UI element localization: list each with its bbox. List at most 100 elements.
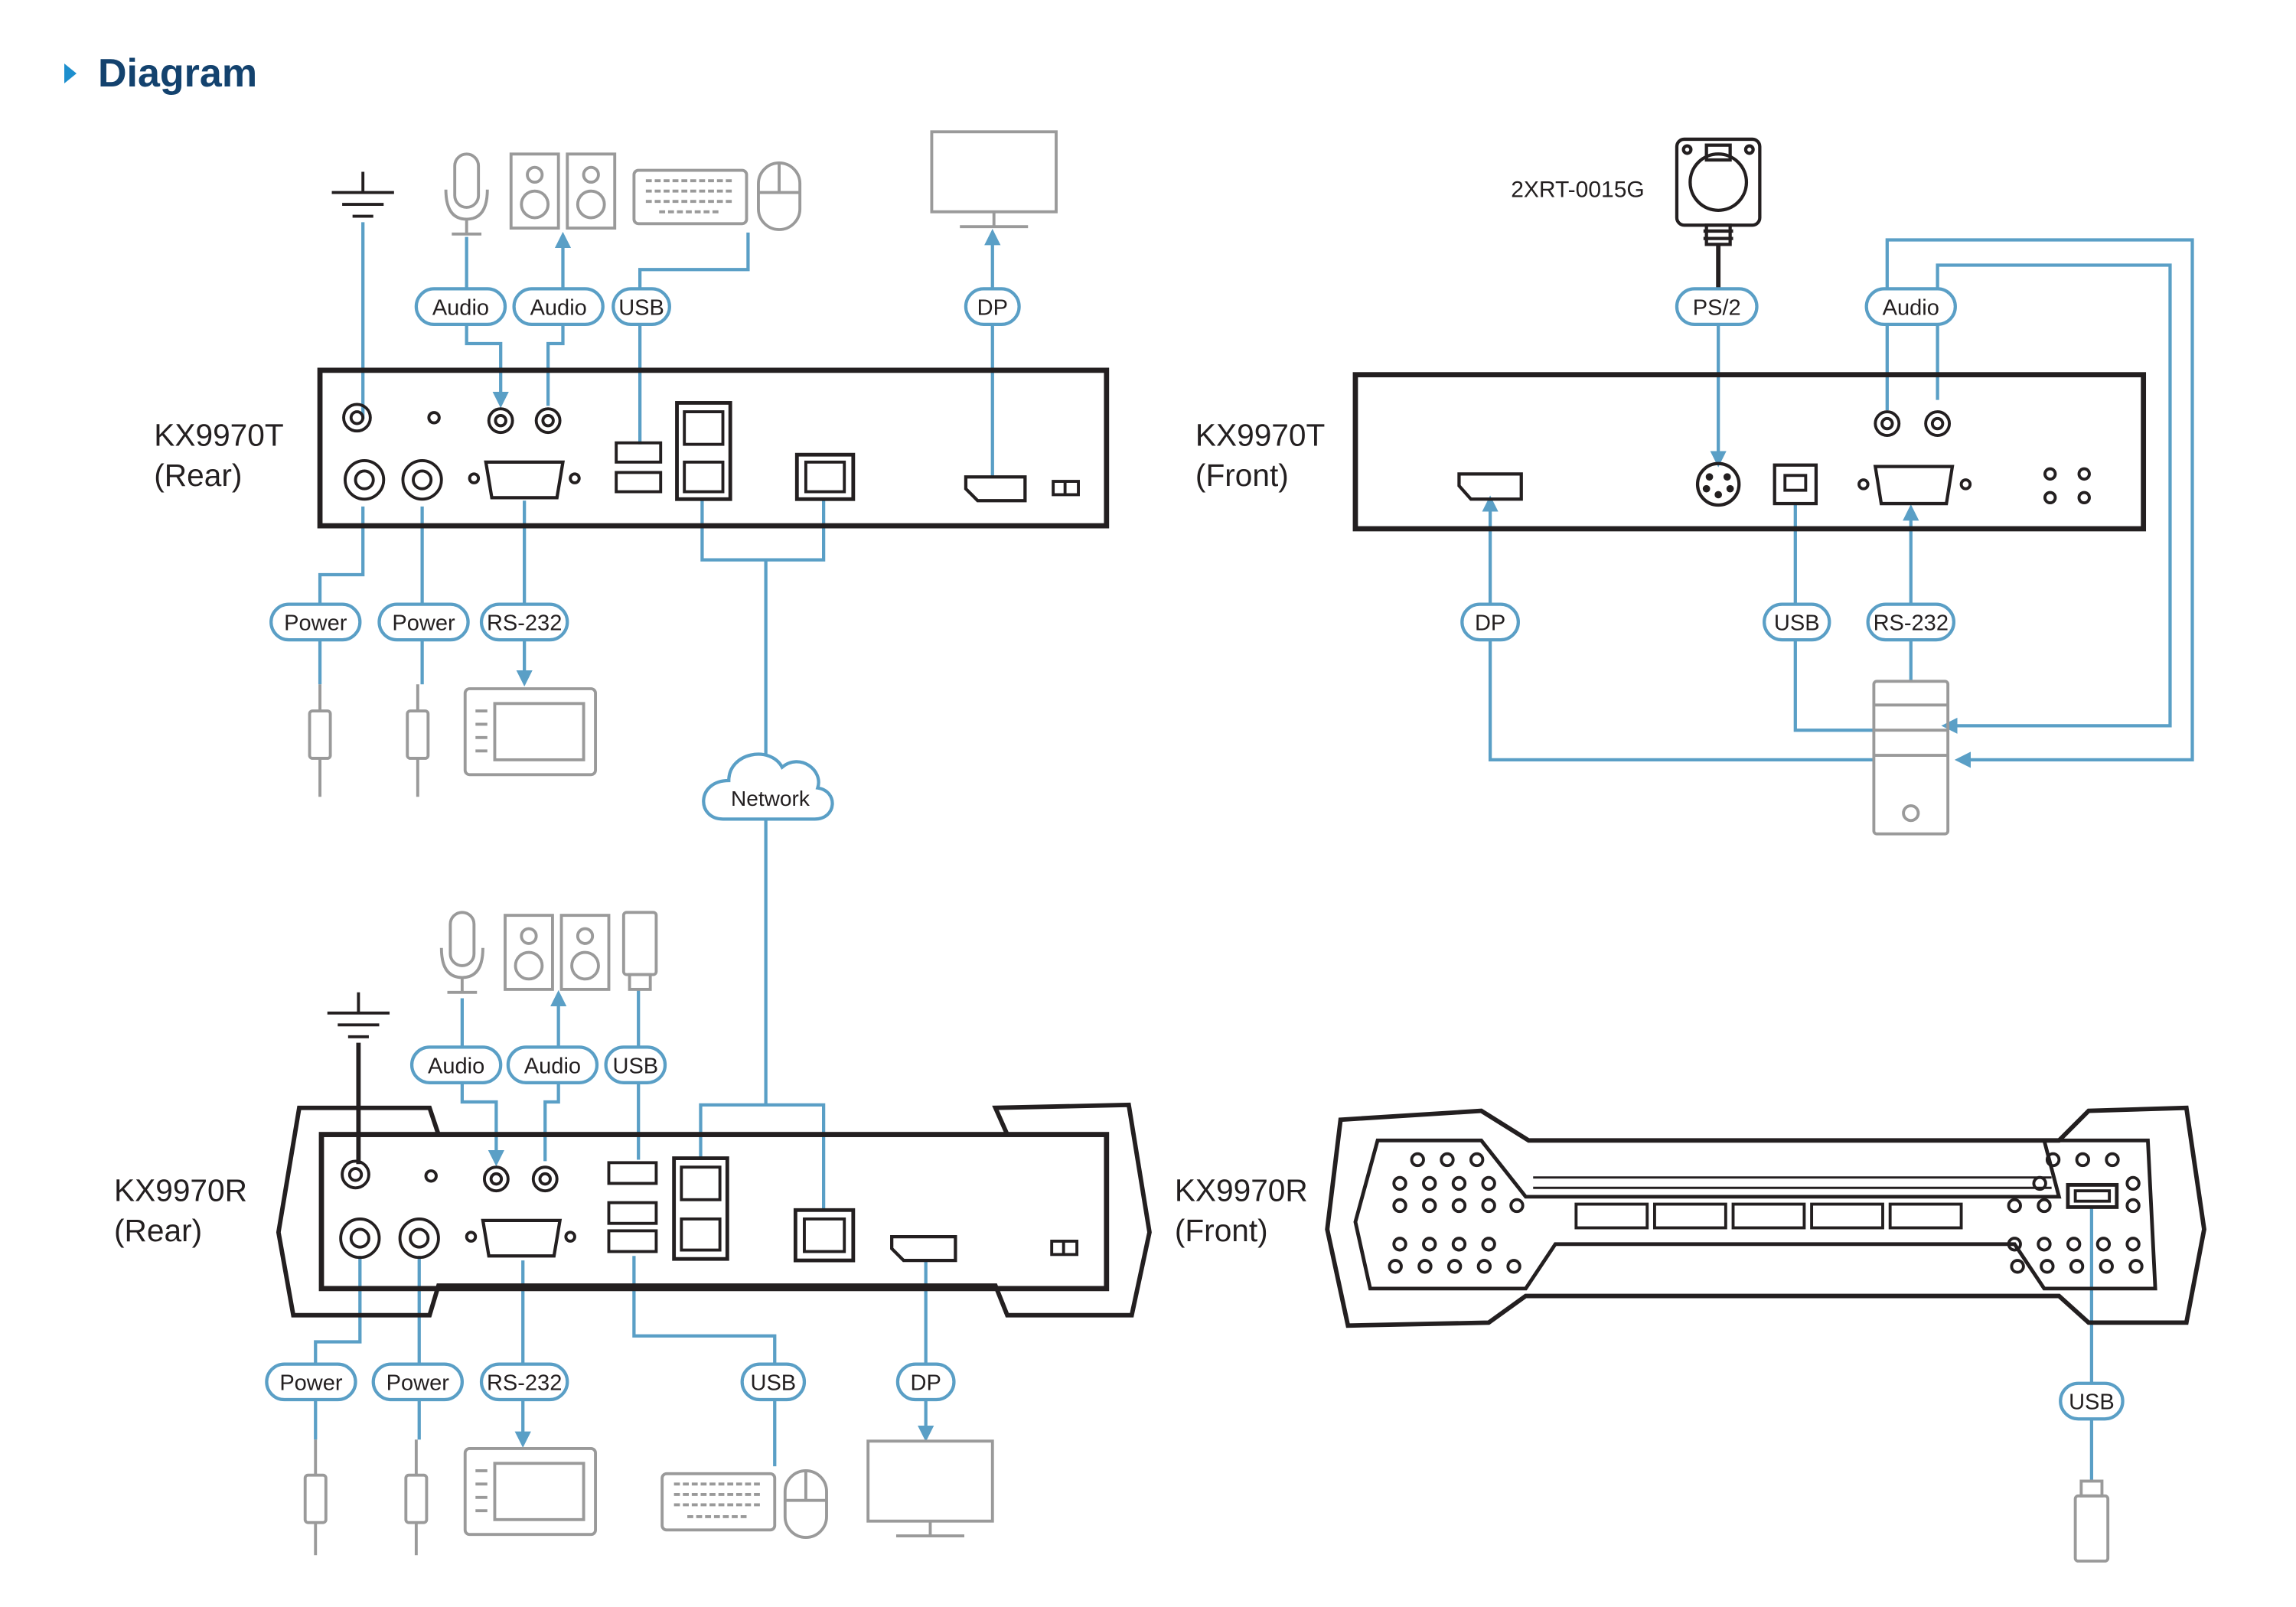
ps2-adapter-label: 2XRT-0015G (1511, 177, 1645, 202)
dp-port (964, 475, 1027, 503)
mouse-icon (757, 161, 802, 231)
connection-pill-tx-rear-audio-out: Audio (512, 287, 605, 327)
serial-device-icon (463, 687, 597, 777)
audio-out-jack (534, 407, 562, 435)
line-tx-network (700, 500, 826, 756)
power-plug-icon (303, 1439, 328, 1556)
connection-pill-label: USB (1774, 611, 1820, 636)
connection-pill-rx-rear-rs232: RS-232 (479, 1362, 569, 1402)
connection-pill-label: Power (386, 1371, 450, 1395)
vent-holes-left (1388, 1152, 1525, 1274)
connection-pill-tx-front-rs232: RS-232 (1866, 602, 1956, 642)
audio-in-jack (482, 1165, 510, 1193)
ground-terminal (341, 1159, 370, 1190)
kx9970r-front-device (1325, 1105, 2206, 1328)
connection-pill-rx-rear-audio-out: Audio (506, 1045, 599, 1084)
connection-pill-rx-rear-power-1: Power (265, 1362, 357, 1402)
rx-front-chassis-inner (1353, 1138, 2157, 1291)
front-usb-port (2066, 1182, 2119, 1209)
connection-pill-label: Audio (432, 295, 489, 320)
network-label: Network (731, 787, 810, 810)
network-cloud-icon: Network (702, 752, 834, 821)
connection-pill-label: USB (750, 1371, 796, 1395)
rx-front-name: KX9970R (1175, 1173, 1308, 1208)
connection-pill-tx-rear-power-2: Power (377, 602, 470, 642)
connection-pill-tx-rear-usb: USB (612, 287, 671, 327)
rx-front-view: (Front) (1175, 1213, 1268, 1248)
connection-pill-rx-front-usb: USB (2059, 1381, 2125, 1421)
connection-pill-label: RS-232 (487, 611, 562, 636)
power-plug-icon (406, 684, 430, 797)
connection-pill-rx-rear-audio-in: Audio (409, 1045, 503, 1084)
kx9970r-rear-device (276, 1102, 1152, 1318)
front-audio-jack-2 (1924, 410, 1952, 437)
connection-pill-label: DP (977, 295, 1008, 320)
connection-pill-tx-front-audio: Audio (1864, 287, 1957, 327)
vent-holes-right (2007, 1152, 2144, 1274)
rs232-port-front (1873, 464, 1955, 506)
network-port-dual (675, 401, 732, 501)
connection-pill-label: Audio (524, 1054, 581, 1078)
connection-lines (314, 222, 2194, 1482)
power-jack-2 (398, 1217, 440, 1260)
line-network-rx (699, 819, 826, 1209)
connection-pill-label: Power (279, 1371, 343, 1395)
dp-port (890, 1235, 957, 1263)
status-led (424, 1169, 438, 1183)
line-front-usb (1793, 504, 1874, 732)
triangle-bullet-icon (64, 64, 77, 83)
monitor-icon (866, 1439, 994, 1538)
front-audio-jack-1 (1874, 410, 1901, 437)
speaker-icon (509, 152, 617, 230)
power-jack-1 (344, 459, 386, 501)
keyboard-icon (632, 168, 748, 226)
connection-pill-tx-front-ps2: PS/2 (1675, 287, 1759, 327)
connection-pill-label: Audio (530, 295, 587, 320)
connection-pill-label: RS-232 (487, 1371, 562, 1395)
connection-pill-label: Audio (428, 1054, 484, 1078)
line-tx-usb (638, 232, 750, 445)
connection-pill-label: USB (612, 1054, 658, 1078)
connection-pill-label: USB (2069, 1390, 2115, 1415)
connection-pill-label: RS-232 (1874, 611, 1949, 636)
connection-pill-tx-rear-dp: DP (964, 287, 1021, 327)
rs232-port (484, 460, 565, 500)
ground-icon (327, 992, 390, 1038)
power-plug-icon (404, 1439, 429, 1556)
kx9970t-rear-device (317, 367, 1110, 529)
power-jack-2 (401, 459, 443, 501)
network-port-dual (672, 1156, 729, 1261)
line-front-dp (1482, 495, 1874, 762)
usb-b-port (1773, 463, 1818, 506)
audio-in-jack (487, 407, 514, 435)
ground-terminal (342, 403, 372, 433)
dp-port-front (1457, 472, 1523, 501)
power-plug-icon (308, 684, 332, 797)
power-jack-1 (339, 1217, 381, 1260)
connection-pill-label: USB (618, 295, 664, 320)
rx-rear-view: (Rear) (114, 1213, 202, 1248)
connection-pill-tx-front-usb: USB (1763, 602, 1831, 642)
connection-pill-tx-rear-audio-in: Audio (414, 287, 507, 327)
keyboard-icon (660, 1472, 777, 1532)
ps2-port (1695, 461, 1741, 507)
usb-drive-icon (621, 911, 658, 991)
status-led (427, 411, 441, 425)
connection-pill-label: Power (284, 611, 347, 636)
speaker-icon (504, 914, 611, 991)
tx-rear-name: KX9970T (154, 418, 283, 453)
connection-pill-tx-rear-power-1: Power (269, 602, 362, 642)
ground-icon (331, 171, 394, 218)
connection-pill-tx-front-dp: DP (1460, 602, 1521, 642)
connection-pill-label: Power (392, 611, 455, 636)
connection-pill-label: PS/2 (1693, 295, 1741, 320)
audio-out-jack (531, 1165, 559, 1193)
rx-front-chassis-outer (1325, 1105, 2206, 1328)
connection-pill-rx-rear-dp: DP (895, 1362, 956, 1402)
ps2-adapter-icon (1675, 137, 1762, 246)
tx-front-view: (Front) (1195, 458, 1289, 493)
monitor-icon (930, 130, 1058, 229)
section-header: Diagram (64, 43, 257, 104)
